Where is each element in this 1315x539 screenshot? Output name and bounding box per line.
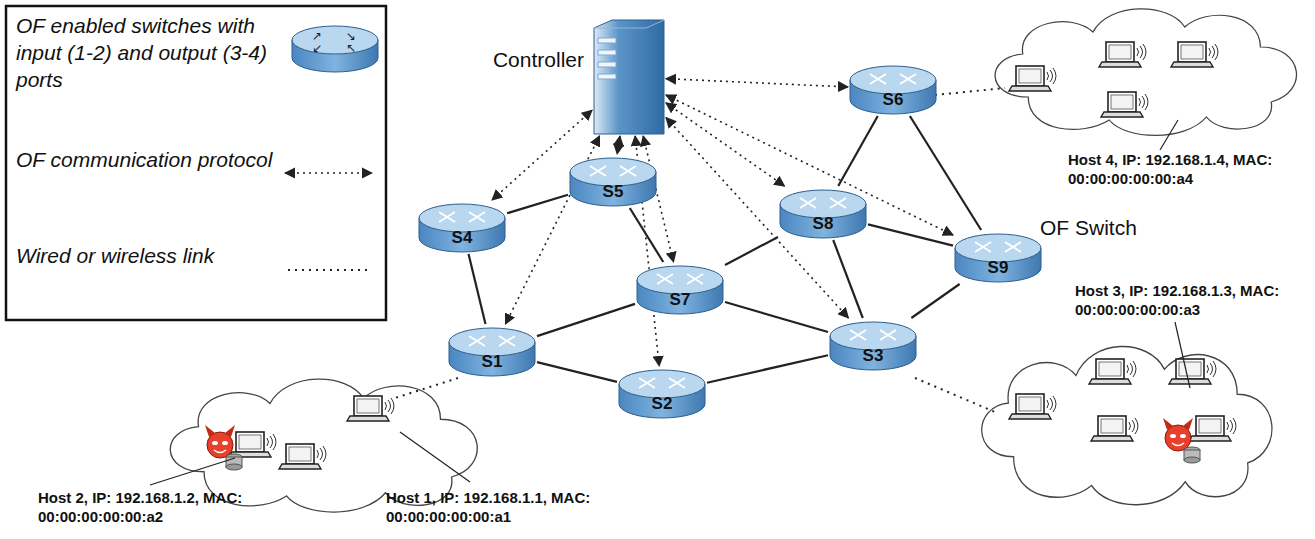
laptop (279, 444, 326, 469)
wireless-link (395, 378, 458, 398)
switch-caption: OF Switch (1040, 216, 1137, 240)
leader-line (1160, 120, 1178, 150)
laptop (1091, 416, 1138, 441)
switch-node: S6 (848, 62, 938, 116)
switch-label: S6 (848, 91, 938, 109)
leader-line (150, 458, 235, 485)
legend-frame (6, 6, 386, 320)
switch-label: S2 (617, 395, 707, 413)
laptop (347, 396, 394, 421)
switch-link (833, 240, 863, 318)
switch-node: S4 (417, 200, 507, 254)
switch-node: S5 (568, 154, 658, 208)
switch-label: S5 (568, 183, 658, 201)
legend-protocol-sample (285, 172, 372, 174)
switch-link (911, 284, 959, 318)
wireless-link (915, 378, 995, 412)
switch-link (469, 254, 486, 324)
switch-label: S3 (828, 347, 918, 365)
host-label: Host 2, IP: 192.168.1.2, MAC: 00:00:00:0… (38, 488, 253, 526)
switch-label: S4 (417, 229, 507, 247)
laptop (1101, 92, 1148, 117)
switch-link (725, 237, 778, 265)
switch-link (910, 116, 981, 230)
laptop (1089, 359, 1136, 384)
control-channel (666, 79, 848, 87)
host-cloud (995, 9, 1296, 136)
switch-link (630, 208, 664, 262)
switch-node: S7 (635, 262, 725, 316)
laptop (1189, 416, 1236, 441)
legend-text: OF enabled switches with input (1-2) and… (16, 12, 284, 93)
control-channel (666, 103, 784, 186)
switch-node: S1 (447, 324, 537, 378)
switch-node: S2 (617, 366, 707, 420)
switch-link (537, 304, 635, 336)
attacker-icon (1163, 418, 1200, 463)
switch-link (707, 355, 828, 383)
laptop (1009, 394, 1056, 419)
laptop (1099, 42, 1146, 67)
switch-link (838, 116, 878, 186)
switch-link (868, 224, 953, 245)
switch-link (537, 362, 617, 382)
switch-node: S3 (828, 318, 918, 372)
switch-label: S8 (778, 215, 868, 233)
attacker-icon (205, 425, 242, 470)
legend-text: Wired or wireless link (16, 242, 276, 269)
leader-line (400, 432, 470, 482)
controller-label: Controller (493, 48, 584, 72)
legend-text: OF communication protocol (16, 146, 276, 173)
laptop (1171, 42, 1218, 67)
switch-label: S9 (953, 259, 1043, 277)
host-cloud (982, 347, 1272, 505)
laptop (1169, 359, 1216, 384)
switch-node: S9 (953, 230, 1043, 284)
controller-node: Controller (592, 18, 666, 136)
legend-switch-icon: ↗ ↘ ↙ ↖ (292, 26, 378, 72)
host-label: Host 1, IP: 192.168.1.1, MAC: 00:00:00:0… (386, 488, 601, 526)
switch-link (725, 302, 828, 332)
svg-text:↙: ↙ (312, 41, 322, 55)
control-channel (666, 95, 953, 235)
server-icon (592, 18, 666, 136)
host-label: Host 3, IP: 192.168.1.3, MAC: 00:00:00:0… (1075, 281, 1290, 319)
leader-line (1175, 322, 1190, 388)
svg-text:↖: ↖ (346, 41, 356, 55)
laptop (1009, 66, 1056, 91)
switch-label: S7 (635, 291, 725, 309)
switch-label: S1 (447, 353, 537, 371)
switch-link (507, 195, 568, 214)
wireless-link (935, 88, 1005, 95)
laptop (229, 432, 276, 457)
switch-node: S8 (778, 186, 868, 240)
control-channel (617, 136, 620, 154)
host-label: Host 4, IP: 192.168.1.4, MAC: 00:00:00:0… (1068, 150, 1283, 188)
legend-link-sample (288, 269, 370, 271)
